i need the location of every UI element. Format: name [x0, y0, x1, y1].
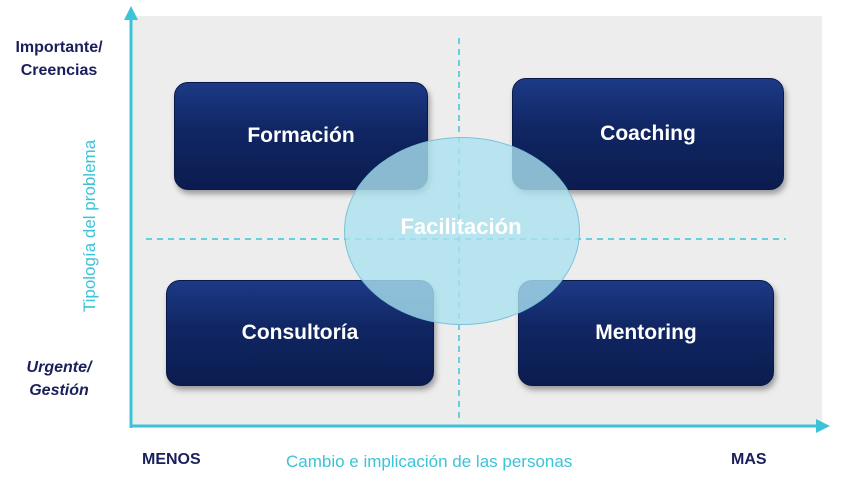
y-axis-arrow — [124, 6, 138, 20]
quadrant-formacion: Formación — [174, 82, 428, 190]
quadrant-mentoring: Mentoring — [518, 280, 774, 386]
y-axis-bottom-label-line2: Gestión — [29, 382, 89, 399]
x-axis-title: Cambio e implicación de las personas — [286, 452, 573, 471]
y-axis-bottom-label-line1: Urgente/ — [26, 359, 92, 376]
y-axis-top-label-line2: Creencias — [20, 62, 98, 79]
x-axis-right-label: MAS — [731, 451, 767, 468]
y-axis-top-label: Importante/ Creencias — [0, 36, 118, 82]
y-axis-top-label-line1: Importante/ — [15, 39, 103, 56]
facilitacion-ellipse — [344, 137, 580, 325]
quadrant-consultoria: Consultoría — [166, 280, 434, 386]
y-axis-bottom-label: Urgente/ Gestión — [0, 356, 118, 402]
y-axis-title: Tipología del problema — [80, 139, 99, 313]
x-axis-arrow — [816, 419, 830, 433]
x-axis-left-label: MENOS — [142, 451, 201, 468]
facilitacion-label: Facilitación — [400, 214, 522, 239]
quadrant-coaching: Coaching — [512, 78, 784, 190]
